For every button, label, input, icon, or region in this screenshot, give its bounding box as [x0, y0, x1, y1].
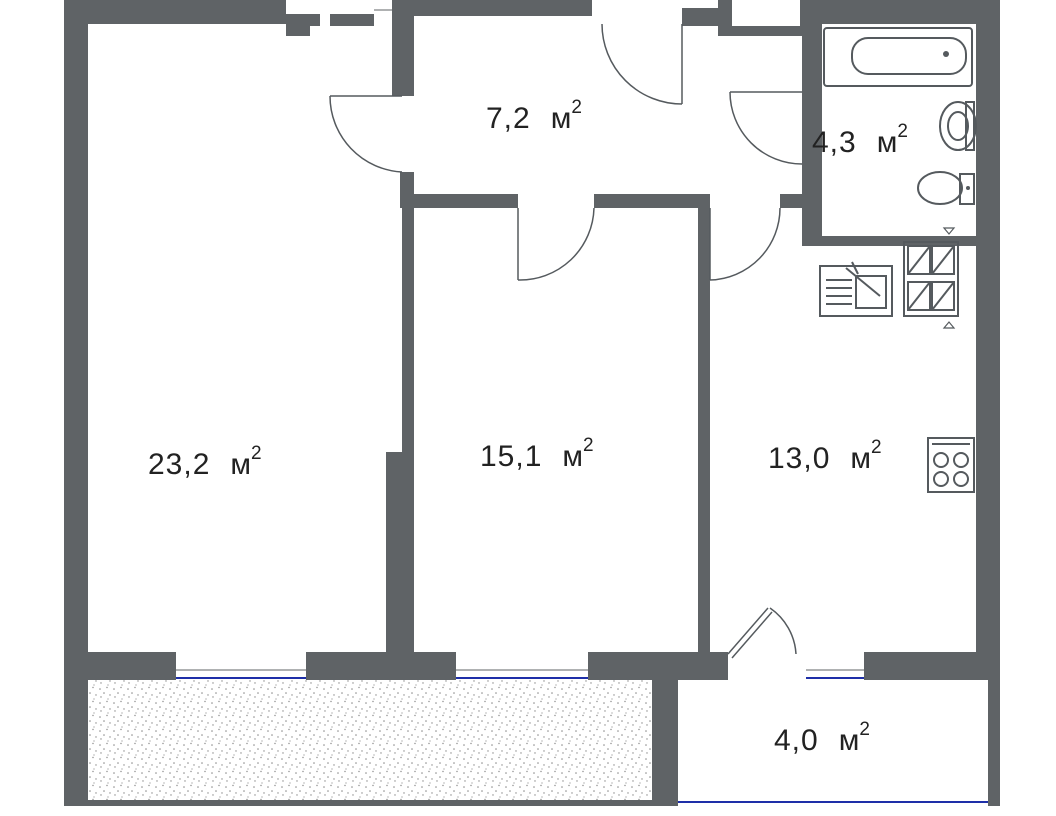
balcony-hatch	[88, 680, 652, 804]
walls	[64, 0, 1000, 806]
ventilation-shaft-icon	[903, 227, 959, 329]
sink-icon	[939, 101, 977, 151]
doors	[329, 23, 803, 659]
stove-icon	[927, 437, 975, 493]
windows	[176, 9, 988, 803]
kitchen-sink-icon	[819, 261, 893, 317]
bathtub-icon	[823, 27, 973, 87]
toilet-icon	[917, 171, 975, 205]
